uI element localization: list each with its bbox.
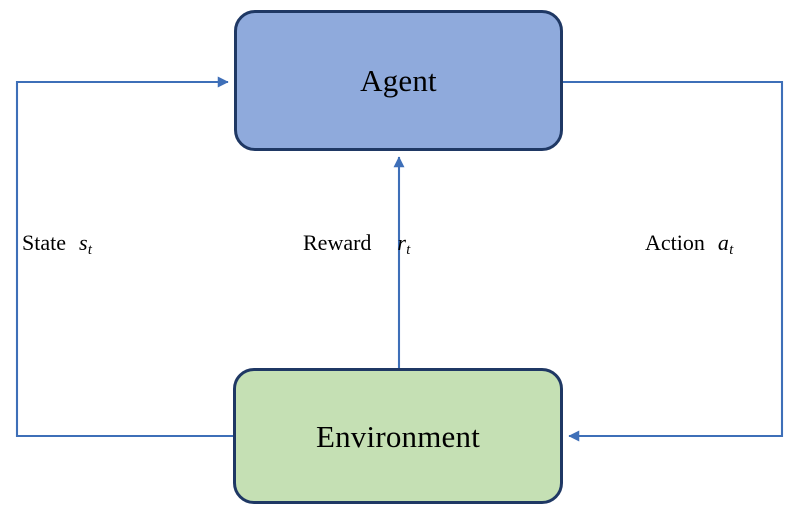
action-symbol: a [717, 230, 729, 255]
state-subscript: t [87, 242, 92, 259]
reward-subscript: t [406, 242, 411, 259]
environment-node-label: Environment [315, 418, 481, 454]
environment-node[interactable]: Environment [233, 368, 563, 504]
state-edge-path [15, 76, 233, 438]
action-subscript: t [729, 242, 734, 259]
state-label-text: State [22, 230, 66, 255]
reward-label-text: Reward [303, 230, 372, 255]
agent-node-label: Agent [360, 63, 437, 98]
action-label-text: Action [645, 230, 705, 255]
reward-symbol: r [397, 230, 406, 255]
state-symbol: s [79, 230, 88, 255]
action-edge-path [563, 80, 784, 442]
agent-node[interactable]: Agent [234, 10, 563, 151]
